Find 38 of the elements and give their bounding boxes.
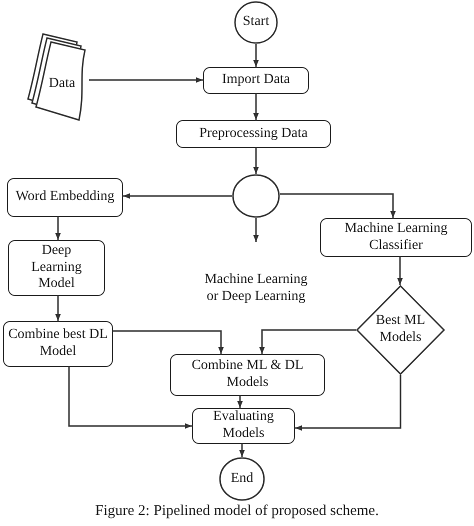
arrow — [89, 77, 203, 83]
node-label: Start — [242, 14, 270, 31]
arrow — [55, 217, 61, 240]
node-label: Preprocessing Data — [199, 126, 308, 142]
arrow — [280, 193, 396, 218]
process-box — [8, 240, 105, 296]
node-label: End — [230, 470, 254, 488]
node-label: Best ML Models — [376, 313, 426, 347]
arrow — [55, 296, 61, 321]
branch-label: Machine Learning or Deep Learning — [203, 272, 308, 306]
process-box — [3, 321, 113, 367]
arrow — [253, 44, 259, 67]
arrow — [295, 375, 402, 431]
node-label: Evaluating Models — [212, 409, 275, 443]
node-label: Combine best DL Model — [7, 327, 109, 361]
arrow — [397, 257, 403, 285]
process-box — [176, 120, 331, 148]
figure-caption: Figure 2: Pipelined model of proposed scheme. — [94, 503, 380, 520]
arrow — [123, 193, 232, 199]
process-box — [203, 67, 309, 94]
node-label: Combine ML & DL Models — [190, 358, 304, 392]
process-box — [192, 408, 295, 444]
node-label: Word Embedding — [16, 189, 114, 206]
process-box — [7, 178, 123, 217]
arrow — [239, 444, 245, 457]
process-box — [320, 218, 472, 257]
process-box — [170, 354, 325, 396]
arrow — [259, 329, 356, 354]
node-label: Deep Learning Model — [30, 242, 83, 294]
arrow — [237, 396, 243, 408]
node-label: Import Data — [222, 72, 290, 89]
arrow — [253, 148, 259, 174]
arrow — [113, 330, 224, 354]
arrow — [253, 218, 259, 242]
node-label: Machine Learning Classifier — [343, 220, 448, 254]
arrow — [253, 94, 259, 120]
node-label: Data — [48, 76, 76, 92]
arrow — [68, 367, 192, 429]
